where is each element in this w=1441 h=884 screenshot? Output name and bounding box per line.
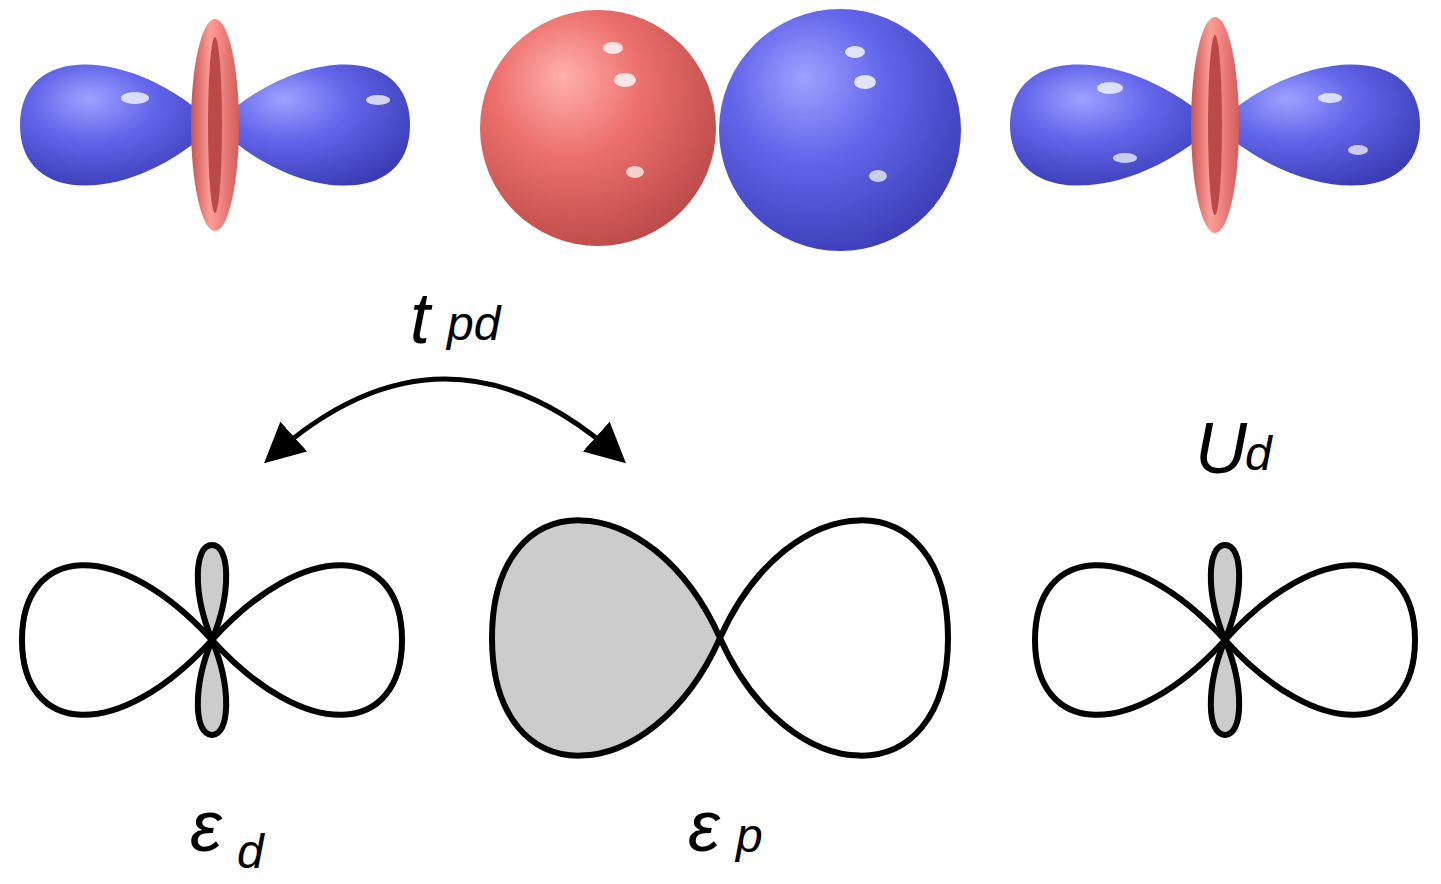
p-orbital-3d xyxy=(480,9,961,251)
orbital-lobe xyxy=(1010,64,1215,185)
highlight xyxy=(626,166,644,178)
orbital-lobe xyxy=(480,10,716,246)
highlight xyxy=(121,92,149,104)
symbol-subscript: d xyxy=(237,828,264,876)
symbol-subscript-holder: d xyxy=(237,828,264,876)
highlight xyxy=(614,73,636,87)
highlight xyxy=(1113,153,1137,163)
symbol-main: U xyxy=(1195,412,1247,484)
highlight xyxy=(869,170,887,182)
highlight xyxy=(1097,82,1123,94)
orbital-lobe xyxy=(1211,640,1239,735)
symbol-main-holder: U xyxy=(1195,412,1247,484)
orbital-torus-hole xyxy=(1208,35,1222,215)
symbol-subscript-holder: d xyxy=(1245,430,1272,478)
orbital-lobe xyxy=(215,64,410,185)
symbol-subscript: p xyxy=(736,812,763,860)
highlight xyxy=(1348,145,1368,155)
symbol-main-holder: ε xyxy=(688,790,720,862)
symbol-main: ε xyxy=(190,790,222,862)
orbital-lobe xyxy=(198,640,226,735)
symbol-subscript-holder: p xyxy=(736,812,763,860)
highlight xyxy=(845,46,865,58)
orbital-lobe xyxy=(22,565,212,715)
symbol-main: t xyxy=(410,282,430,354)
d-orbital-schematic xyxy=(22,545,402,735)
hopping-arrow xyxy=(270,379,620,458)
highlight xyxy=(1318,93,1342,103)
orbital-lobe xyxy=(1211,545,1239,640)
symbol-subscript: pd xyxy=(447,300,500,348)
highlight xyxy=(603,42,623,54)
orbital-lobe xyxy=(719,9,961,251)
d-orbital-3d xyxy=(20,19,410,231)
orbital-torus xyxy=(1191,17,1239,233)
d-orbital-schematic xyxy=(1035,545,1415,735)
orbital-lobe xyxy=(1225,565,1415,715)
symbol-main-holder: ε xyxy=(190,790,222,862)
symbol-main: ε xyxy=(688,790,720,862)
symbol-subscript-holder: pd xyxy=(447,300,500,348)
highlight xyxy=(854,75,876,89)
symbol-main-holder: t xyxy=(410,282,430,354)
symbol-subscript: d xyxy=(1245,430,1272,478)
orbital-lobe xyxy=(1035,565,1225,715)
d-orbital-3d xyxy=(1010,17,1420,233)
orbital-lobe xyxy=(20,64,215,185)
orbital-lobe xyxy=(198,545,226,640)
orbital-lobe xyxy=(1215,64,1420,185)
orbital-lobe xyxy=(720,520,948,755)
orbital-torus-hole xyxy=(208,37,222,213)
p-orbital-schematic xyxy=(492,520,948,755)
highlight xyxy=(366,95,390,105)
orbital-torus xyxy=(191,19,239,231)
orbital-lobe xyxy=(492,520,720,755)
orbital-lobe xyxy=(212,565,402,715)
